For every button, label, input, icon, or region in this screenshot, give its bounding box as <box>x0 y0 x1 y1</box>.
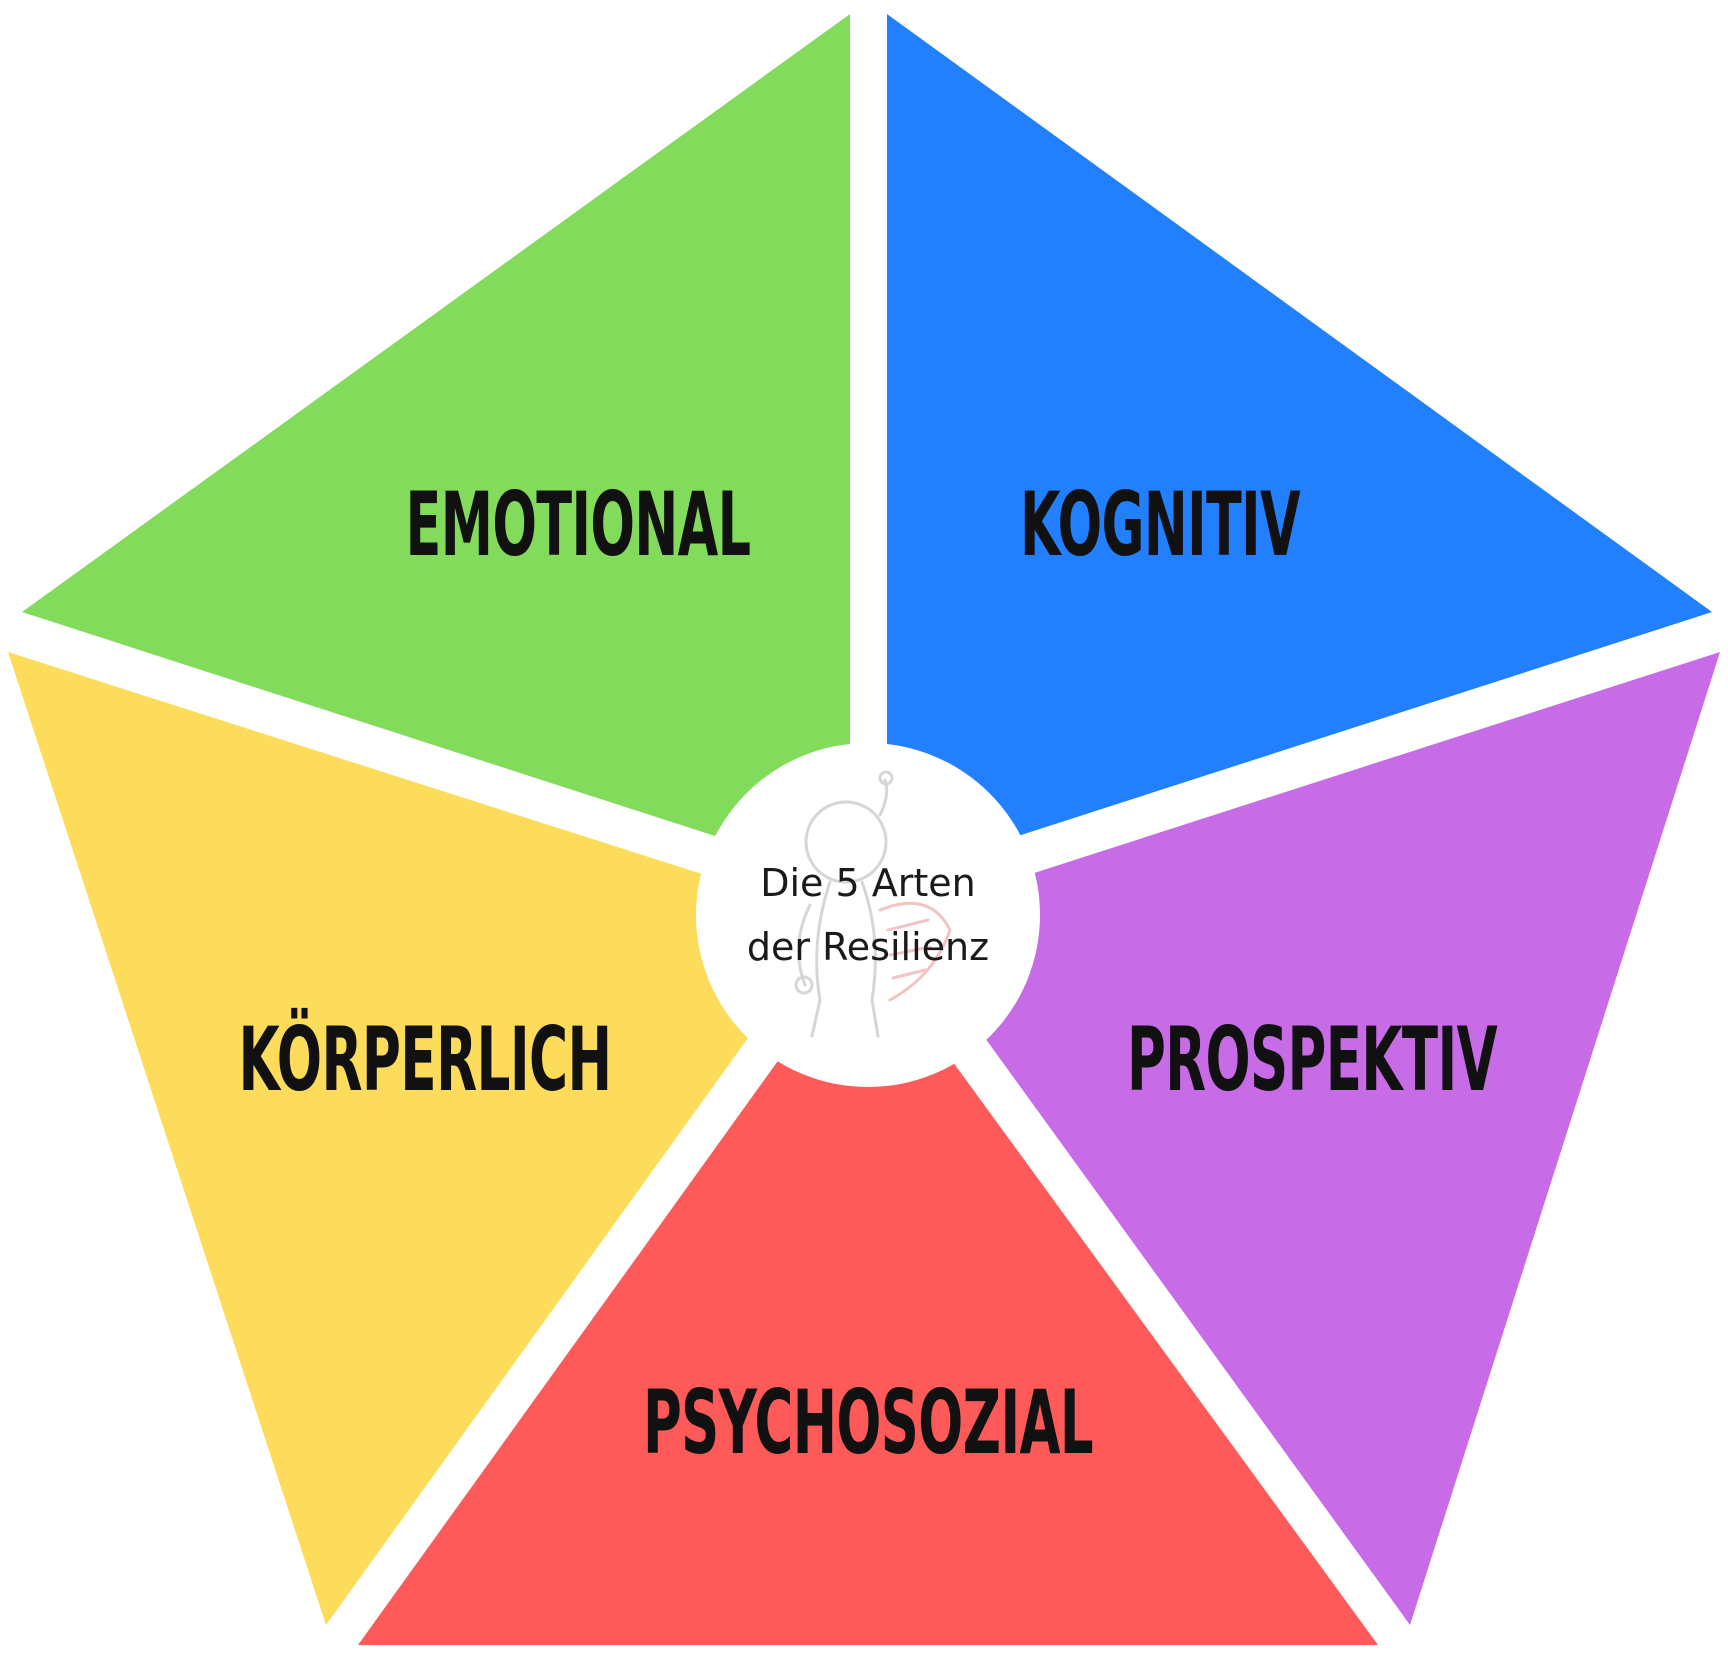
label-kognitiv: KOGNITIV <box>1020 473 1301 576</box>
sketch-figure-icon <box>794 770 952 1038</box>
segment-emotional <box>22 14 850 836</box>
segment-prospektiv <box>985 652 1720 1625</box>
label-prospektiv: PROSPEKTIV <box>1127 1008 1498 1111</box>
label-koerperlich: KÖRPERLICH <box>239 1008 612 1111</box>
center-circle <box>696 743 1040 1087</box>
label-emotional: EMOTIONAL <box>406 473 751 576</box>
segment-kognitiv <box>887 14 1712 836</box>
label-psychosozial: PSYCHOSOZIAL <box>643 1371 1093 1474</box>
segment-koerperlich <box>8 652 748 1625</box>
segment-psychosozial <box>358 1058 1378 1645</box>
center-title-line-2: der Resilienz <box>747 925 989 969</box>
center-title-line-1: Die 5 Arten <box>760 861 976 905</box>
